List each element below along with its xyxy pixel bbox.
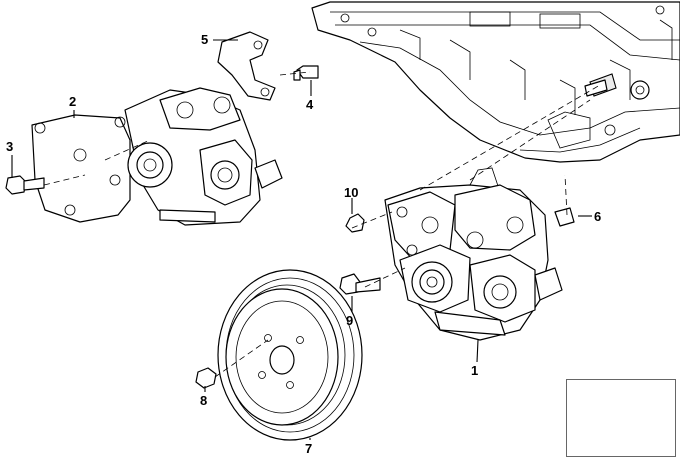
exploded-pump [5, 31, 319, 226]
callout-6: 6 [594, 209, 602, 224]
callout-2: 2 [69, 94, 77, 109]
callout-7: 7 [305, 441, 313, 456]
leader-lines [11, 39, 592, 440]
engine-block [311, 1, 680, 163]
callout-4: 4 [306, 97, 314, 112]
callout-10: 10 [344, 185, 359, 200]
pulley [195, 269, 363, 441]
assembly-lines [43, 71, 601, 378]
callout-1: 1 [471, 363, 479, 378]
callout-8: 8 [200, 393, 208, 408]
callout-3: 3 [6, 139, 14, 154]
locator-inset-frame [566, 379, 676, 457]
main-pump [339, 167, 575, 341]
callout-9: 9 [346, 313, 354, 328]
callout-5: 5 [201, 32, 209, 47]
